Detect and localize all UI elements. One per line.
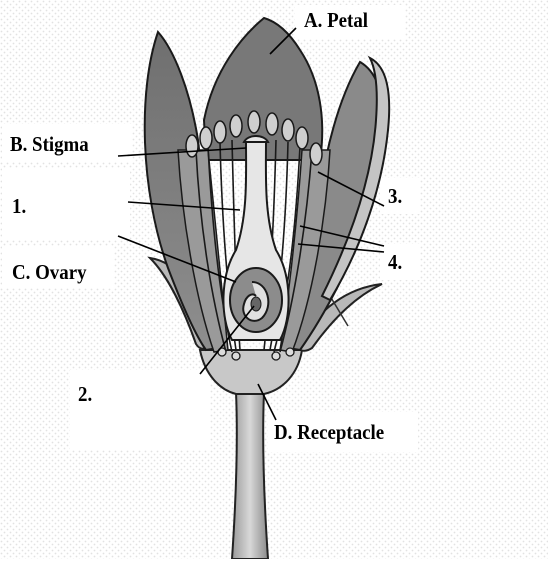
label-number-4: 4. bbox=[388, 252, 402, 273]
label-receptacle: D. Receptacle bbox=[274, 422, 384, 443]
label-number-2: 2. bbox=[78, 384, 92, 405]
label-stigma: B. Stigma bbox=[10, 134, 89, 155]
label-petal: A. Petal bbox=[304, 10, 368, 31]
label-number-1: 1. bbox=[12, 196, 26, 217]
label-ovary: C. Ovary bbox=[12, 262, 87, 283]
stigma bbox=[244, 136, 268, 142]
stem bbox=[232, 392, 268, 559]
label-number-3: 3. bbox=[388, 186, 402, 207]
